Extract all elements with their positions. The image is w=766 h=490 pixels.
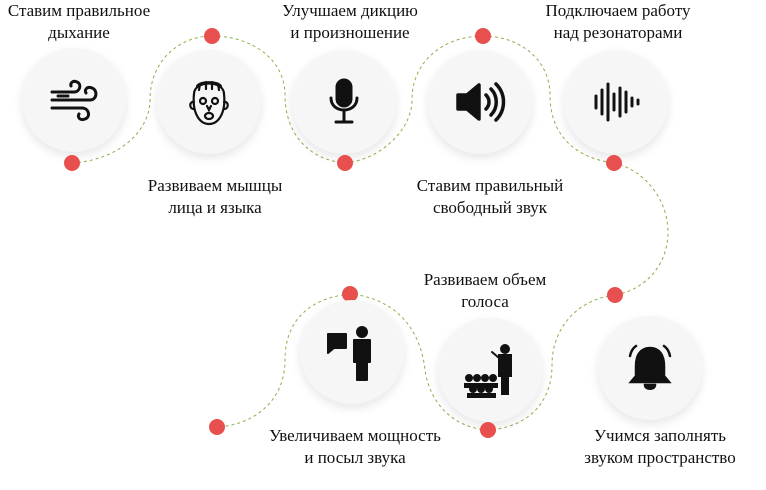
step-circle-diction [292, 50, 396, 154]
step-dot-2 [204, 28, 220, 44]
step-dot-9 [209, 419, 225, 435]
step-circle-volume [438, 318, 542, 422]
step-dot-1 [64, 155, 80, 171]
step-circle-resonators [564, 50, 668, 154]
speaker-icon [456, 82, 506, 122]
step-dot-4 [475, 28, 491, 44]
step-dot-5 [606, 155, 622, 171]
wind-icon [50, 79, 98, 121]
step-label-volume: Развиваем объем голоса [423, 270, 547, 311]
face-icon [189, 80, 229, 126]
step-dot-3 [337, 155, 353, 171]
step-circle-face [157, 50, 261, 154]
step-circle-sound [428, 50, 532, 154]
step-label-sound: Ставим правильный свободный звук [416, 176, 564, 217]
step-circle-power [300, 300, 404, 404]
microphone-icon [329, 78, 359, 124]
step-dot-8 [342, 286, 358, 302]
step-label-space: Учимся заполнять звуком пространство [584, 426, 736, 467]
step-label-face: Развиваем мышцы лица и языка [147, 176, 283, 217]
step-dot-7 [480, 422, 496, 438]
speaker-person-icon [327, 326, 371, 381]
step-label-power: Увеличиваем мощность и посыл звука [269, 426, 441, 467]
step-circle-space [598, 316, 702, 420]
speaker-audience-icon [464, 344, 512, 398]
sound-wave-icon [594, 82, 640, 122]
step-label-diction: Улучшаем дикцию и произношение [282, 1, 418, 42]
step-dot-6 [607, 287, 623, 303]
step-circle-breathing [22, 48, 126, 152]
step-label-breathing: Ставим правильное дыхание [7, 1, 151, 42]
bell-icon [628, 344, 672, 390]
step-label-resonators: Подключаем работу над резонаторами [545, 1, 691, 42]
